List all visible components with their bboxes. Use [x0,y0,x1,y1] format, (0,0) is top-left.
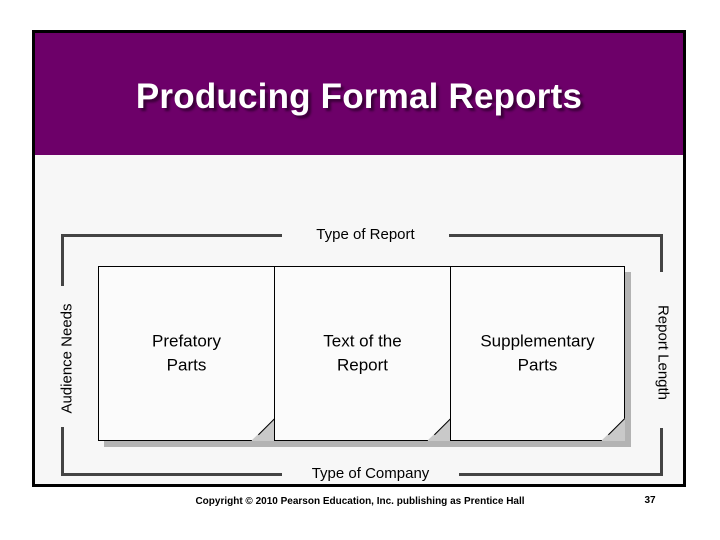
axis-label-type-of-company: Type of Company [311,465,430,482]
page-title: Producing Formal Reports [135,77,583,116]
document-box-row: Prefatory Parts Text of the Report [98,266,631,447]
document-box-label-line1: Supplementary [480,330,595,350]
document-box-label: Supplementary Parts [445,329,630,378]
document-page-shape: Supplementary Parts [450,266,625,441]
axis-label-audience-needs: Audience Needs [58,303,76,414]
bracket-right-upper-segment [660,234,663,272]
bracket-left-lower-segment [61,427,64,476]
copyright-notice: Copyright © 2010 Pearson Education, Inc.… [195,496,525,507]
document-box-label: Text of the Report [275,329,450,378]
axis-label-type-of-report: Type of Report [316,226,415,243]
document-box-label-line2: Parts [166,355,207,375]
document-box-text-of-the-report: Text of the Report [274,266,457,447]
document-box-label-line1: Prefatory [152,330,221,350]
document-box-label-line2: Report [336,355,389,375]
bracket-top-left-segment [61,234,282,237]
document-box-supplementary-parts: Supplementary Parts [450,266,631,447]
document-page-shape: Text of the Report [274,266,451,441]
document-page-shape: Prefatory Parts [98,266,275,441]
slide-number: 37 [644,495,656,506]
report-structure-diagram: Type of Report Type of Company Audience … [35,155,683,484]
document-box-label-line2: Parts [517,355,558,375]
bracket-top-right-segment [449,234,663,237]
axis-label-report-length: Report Length [654,304,672,401]
bracket-left-upper-segment [61,234,64,286]
document-box-label-line1: Text of the [323,330,402,350]
bracket-right-lower-segment [660,428,663,476]
title-banner: Producing Formal Reports [35,33,683,155]
document-box-label: Prefatory Parts [99,329,274,378]
bracket-bottom-right-segment [459,473,663,476]
document-box-prefatory-parts: Prefatory Parts [98,266,281,447]
slide-frame: Producing Formal Reports Type of Report … [32,30,686,487]
bracket-bottom-left-segment [61,473,282,476]
